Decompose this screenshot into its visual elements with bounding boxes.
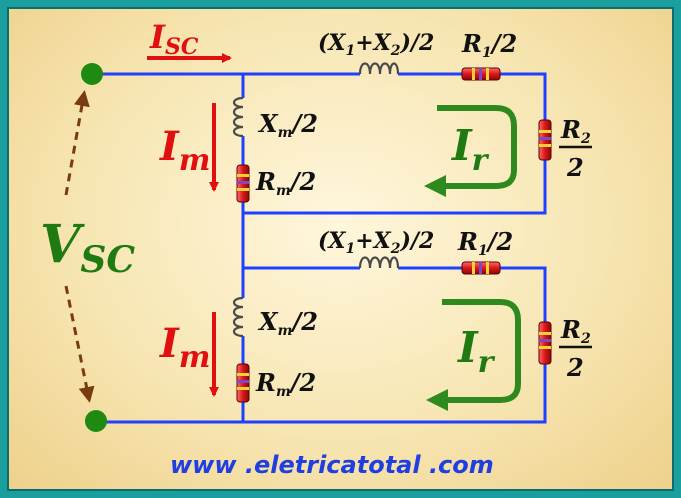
load-resistor-bottom <box>538 321 552 365</box>
svg-text:R2: R2 <box>560 115 591 147</box>
website-text: www .eletricatotal .com <box>170 451 494 479</box>
leak-reactance-label-bottom: (X1+X2)/2 <box>318 228 434 257</box>
terminal-bottom <box>85 410 107 432</box>
shunt-resistor-top <box>236 164 250 203</box>
svg-text:2: 2 <box>566 153 584 182</box>
im-label-bottom: Im <box>159 320 210 375</box>
series-inductor-top <box>358 62 400 75</box>
terminal-top <box>81 63 103 85</box>
shunt-inductor-bottom <box>232 296 244 338</box>
im-label-top: Im <box>159 123 210 178</box>
shunt-inductor-top <box>232 96 244 138</box>
rm-label-bottom: Rm/2 <box>255 368 316 400</box>
ir-label-bottom: Ir <box>457 323 496 380</box>
rm-label-top: Rm/2 <box>255 167 316 199</box>
svg-text:R2: R2 <box>560 315 591 347</box>
ir-loop-top <box>424 105 517 197</box>
svg-text:2: 2 <box>566 353 584 382</box>
xm-label-bottom: Xm/2 <box>257 307 318 339</box>
ir-label-top: Ir <box>451 121 490 178</box>
leak-reactance-label-top: (X1+X2)/2 <box>318 30 434 59</box>
r1-label-bottom: R1/2 <box>457 227 513 259</box>
r2-label-top: R2 2 <box>559 115 592 182</box>
wiring <box>92 72 547 424</box>
vsc-label: VSC <box>40 214 135 281</box>
load-resistor-top <box>538 119 552 161</box>
vsc-arrow-down <box>64 285 95 403</box>
shunt-resistor-bottom <box>236 363 250 403</box>
r1-label-top: R1/2 <box>461 29 517 61</box>
series-resistor-top <box>461 67 501 81</box>
series-resistor-bottom <box>461 261 501 275</box>
xm-label-top: Xm/2 <box>257 109 318 141</box>
ir-loop-bottom <box>426 299 521 411</box>
isc-label: ISC <box>149 18 199 60</box>
series-inductor-bottom <box>358 256 400 269</box>
vsc-arrow-up <box>64 90 90 196</box>
r2-label-bottom: R2 2 <box>559 315 592 382</box>
